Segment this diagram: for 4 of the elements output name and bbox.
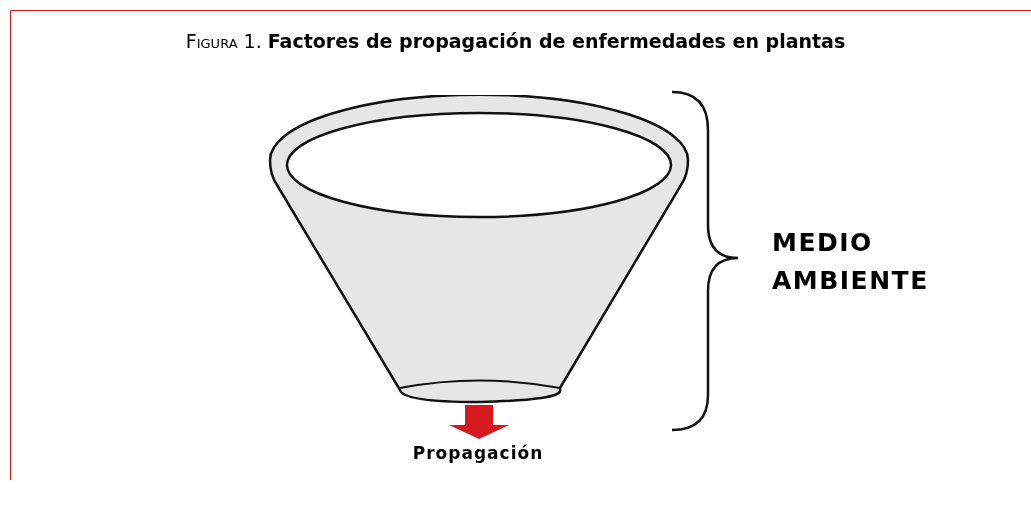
environment-label: MEDIO AMBIENTE [772,227,930,297]
node-label: Propagación [411,442,545,465]
propagation-arrow [449,405,509,439]
figure-title: Figura 1. Factores de propagación de enfermedades en plantas [184,29,847,54]
